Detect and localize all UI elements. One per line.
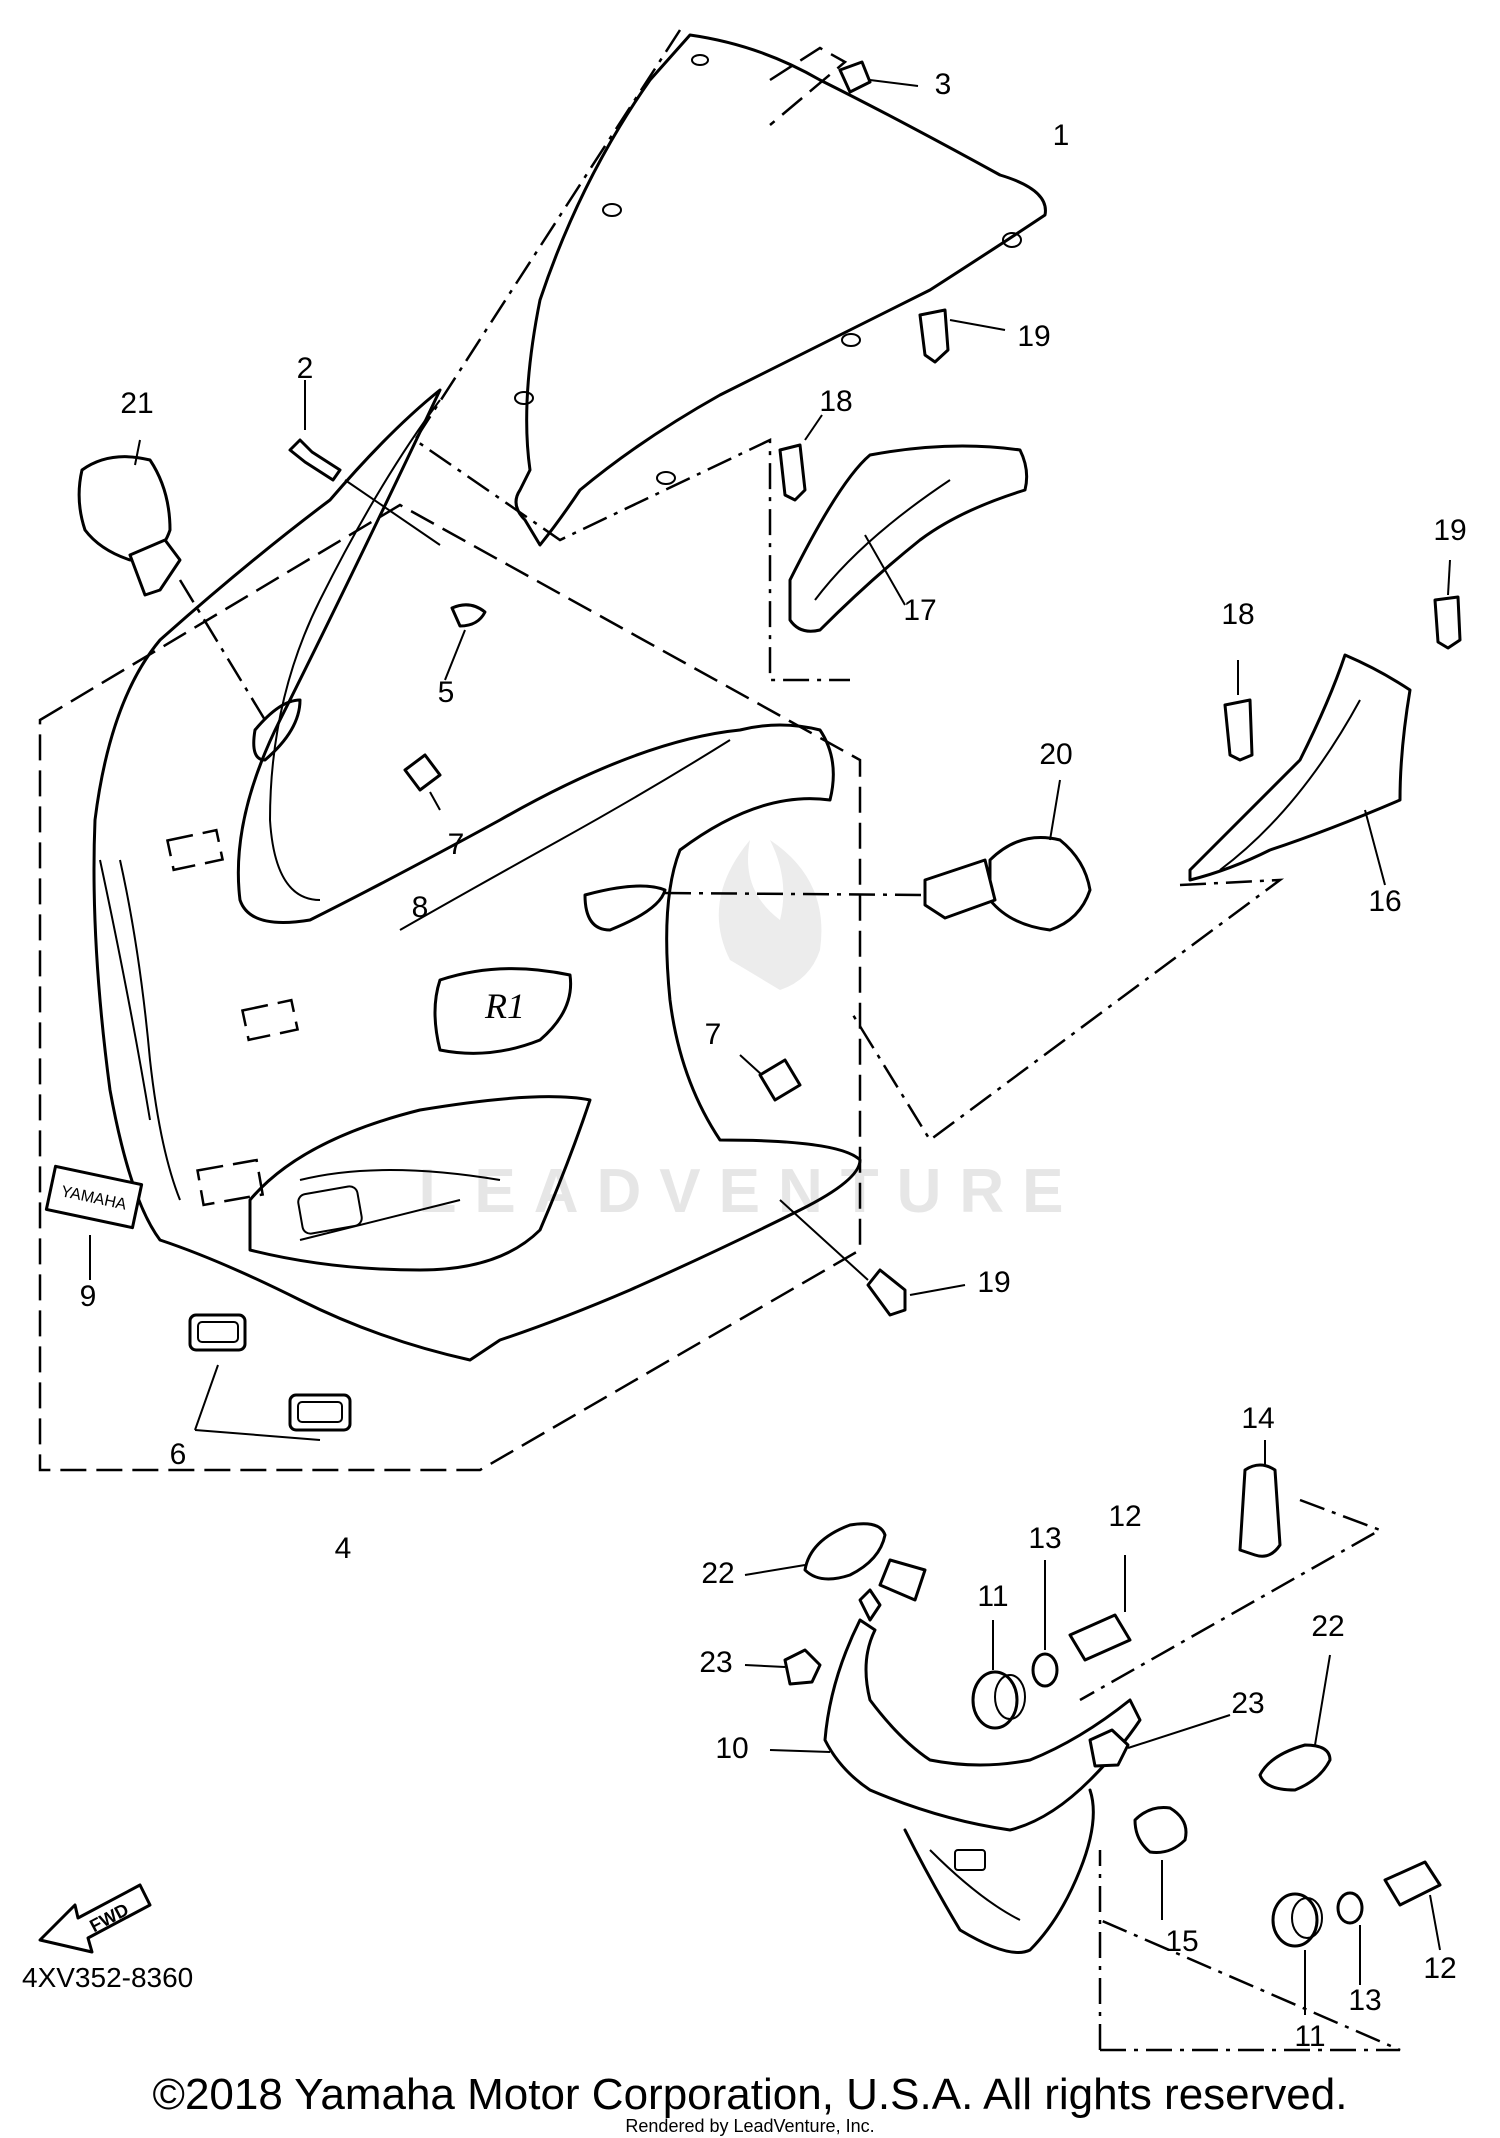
callout-17: 17 <box>903 594 936 627</box>
windscreen <box>514 33 1047 547</box>
mirror-21 <box>77 439 267 721</box>
callout-21: 21 <box>120 387 153 420</box>
screw-18a <box>778 414 823 502</box>
bolt-12b <box>1383 1860 1442 1951</box>
nut-7-upper <box>403 753 442 811</box>
callout-7-upper: 7 <box>448 828 465 861</box>
callout-23-right: 23 <box>1231 1687 1264 1720</box>
nut-15 <box>1133 1806 1188 1920</box>
callout-22-left: 22 <box>701 1557 734 1590</box>
inner-panel-17 <box>788 444 1029 633</box>
plate-22a <box>744 1522 887 1581</box>
callout-15: 15 <box>1165 1925 1198 1958</box>
inner-panel-16 <box>1188 653 1412 886</box>
mirror-20 <box>664 779 1092 932</box>
callout-12-upper: 12 <box>1108 1500 1141 1533</box>
screw-19b <box>1433 559 1462 650</box>
washer-13b <box>1336 1891 1364 1985</box>
callout-18-lower: 18 <box>1221 598 1254 631</box>
callout-23-left: 23 <box>699 1646 732 1679</box>
watermark-text: LEADVENTURE <box>418 1157 1081 1226</box>
damper-11b <box>1271 1892 1323 2015</box>
callout-14: 14 <box>1241 1402 1274 1435</box>
copyright-notice: ©2018 Yamaha Motor Corporation, U.S.A. A… <box>152 2070 1348 2119</box>
screw-19c <box>779 1199 966 1317</box>
callout-4: 4 <box>335 1532 352 1565</box>
nut-23b <box>1088 1714 1231 1768</box>
callout-11-lower: 11 <box>1294 2020 1325 2053</box>
callout-19-right: 19 <box>1433 514 1466 547</box>
callout-7-lower: 7 <box>705 1018 722 1051</box>
upper-cowling: R1 <box>92 388 862 1362</box>
nut-7-lower <box>739 1054 802 1102</box>
callout-19-lower: 19 <box>977 1266 1010 1299</box>
r1-decal-text: R1 <box>484 986 525 1026</box>
callout-13-lower: 13 <box>1348 1984 1381 2017</box>
callout-9: 9 <box>80 1280 97 1313</box>
leadventure-watermark: LEADVENTURE <box>418 840 1081 1226</box>
nut-5 <box>444 603 487 681</box>
callout-6: 6 <box>170 1438 187 1471</box>
diagram-code: 4XV352-8360 <box>22 1962 194 1993</box>
rendered-by-credit: Rendered by LeadVenture, Inc. <box>625 2116 875 2136</box>
bolt-12a <box>1068 1555 1132 1662</box>
grommet-6b <box>288 1393 352 1432</box>
callout-10: 10 <box>715 1732 748 1765</box>
callout-13-upper: 13 <box>1028 1522 1061 1555</box>
stay-bracket-10 <box>769 1558 1142 1954</box>
callout-20: 20 <box>1039 738 1072 771</box>
callout-19-upper: 19 <box>1017 320 1050 353</box>
yamaha-decal: YAMAHA <box>44 1164 144 1280</box>
screw-3 <box>838 60 919 94</box>
callout-8: 8 <box>412 891 429 924</box>
callout-16: 16 <box>1368 885 1401 918</box>
bracket-14 <box>1238 1440 1282 1558</box>
callouts: 1 2 3 4 5 6 7 7 8 9 10 11 11 12 12 13 13… <box>80 68 1467 2053</box>
screw-19a <box>918 308 1006 364</box>
callout-2: 2 <box>297 352 314 385</box>
screw-18b <box>1223 660 1254 762</box>
callout-3: 3 <box>935 68 952 101</box>
damper-11a <box>971 1620 1026 1730</box>
nut-23a <box>744 1648 822 1686</box>
callout-11-upper: 11 <box>977 1580 1008 1613</box>
callout-22-right: 22 <box>1311 1610 1344 1643</box>
callout-1: 1 <box>1053 119 1070 152</box>
callout-12-lower: 12 <box>1423 1952 1456 1985</box>
callout-5: 5 <box>438 676 455 709</box>
washer-13a <box>1031 1560 1059 1688</box>
plate-22b <box>1258 1654 1332 1792</box>
fwd-label: FWD <box>86 1899 132 1936</box>
fwd-arrow-icon: FWD <box>38 1883 152 1954</box>
callout-18-upper: 18 <box>819 385 852 418</box>
grommet-6a <box>188 1313 247 1352</box>
r1-decal: R1 <box>433 967 573 1055</box>
screw-2 <box>288 380 441 546</box>
